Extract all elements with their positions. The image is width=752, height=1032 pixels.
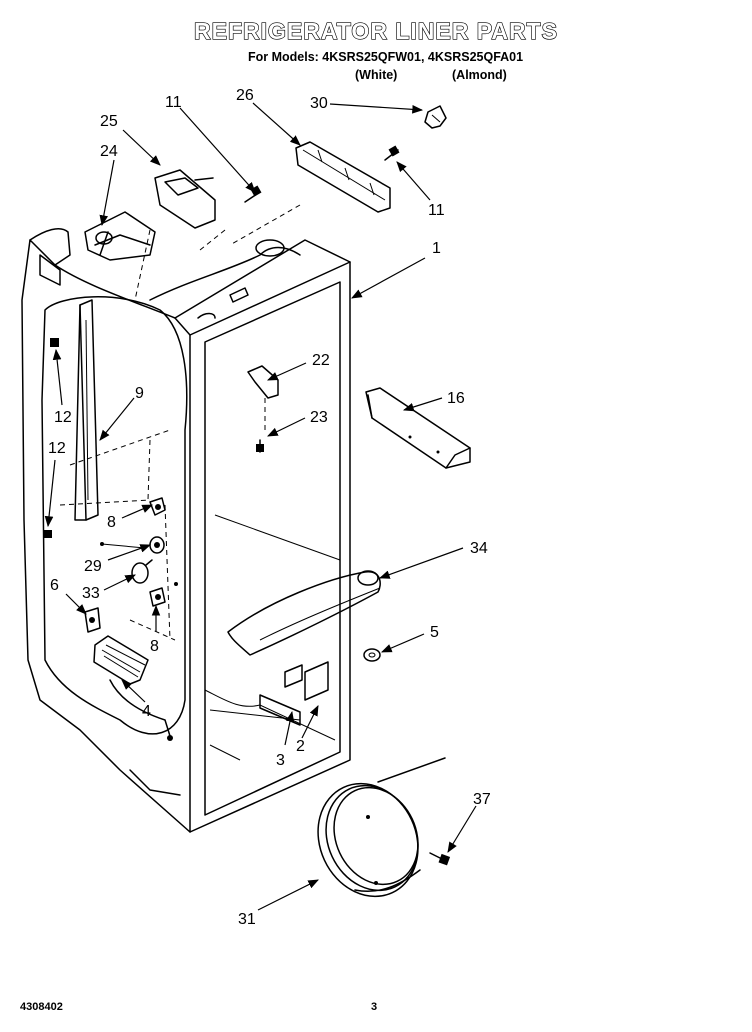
callout-labels: 1 2 3 4 5 6 8 8 9 11 11 12 12 16 22 23 2… (48, 87, 491, 928)
callout-34: 34 (470, 540, 488, 557)
variant-white: (White) (355, 68, 398, 82)
callout-11-right: 11 (428, 202, 445, 219)
part-4-grille (93, 635, 173, 741)
models-line: For Models: 4KSRS25QFW01, 4KSRS25QFA01 (248, 50, 524, 64)
part-8-lower (149, 582, 178, 607)
callout-37: 37 (473, 791, 491, 808)
callout-1: 1 (432, 240, 441, 257)
part-31-tube-coil (317, 757, 446, 898)
callout-29: 29 (84, 558, 102, 575)
callout-8-upper: 8 (107, 514, 116, 531)
callout-33: 33 (82, 585, 100, 602)
part-22-bracket (247, 365, 279, 430)
callout-5: 5 (430, 624, 439, 641)
part-37-screw (429, 852, 451, 866)
part-8-upper (149, 497, 166, 516)
callout-16: 16 (447, 390, 465, 407)
part-16-bracket (365, 387, 471, 469)
diagram-title: REFRIGERATOR LINER PARTS (193, 17, 558, 44)
callout-4: 4 (142, 703, 151, 720)
part-24-housing (84, 211, 156, 261)
part-33-bulb (131, 559, 153, 584)
callout-30: 30 (310, 95, 328, 112)
part-26-strip (295, 141, 391, 213)
screw-12-upper (50, 338, 59, 347)
part-25-bracket (154, 169, 216, 229)
callout-2: 2 (296, 738, 305, 755)
part-23-screw (256, 439, 264, 453)
callout-12-lower: 12 (48, 440, 66, 457)
callout-12-upper: 12 (54, 409, 72, 426)
callout-31: 31 (238, 911, 256, 928)
screw-11-right (384, 145, 400, 161)
liner-body (21, 228, 351, 833)
part-34-cover (227, 570, 381, 656)
callout-25: 25 (100, 113, 118, 130)
document-number: 4308402 (20, 1001, 63, 1013)
page-number: 3 (371, 1001, 378, 1013)
callout-26: 26 (236, 87, 254, 104)
callout-11-top: 11 (165, 94, 182, 111)
callout-8-lower: 8 (150, 638, 159, 655)
callout-6: 6 (50, 577, 59, 594)
callout-23: 23 (310, 409, 328, 426)
part-30-clip (424, 105, 447, 129)
part-29-socket (100, 536, 165, 554)
variant-almond: (Almond) (452, 68, 507, 82)
part-5-grommet (363, 648, 381, 662)
callout-24: 24 (100, 143, 118, 160)
callout-9: 9 (135, 385, 144, 402)
callout-leaders (44, 102, 477, 911)
screw-11-left (244, 185, 262, 203)
part-6-stud (84, 607, 101, 633)
callout-22: 22 (312, 352, 330, 369)
screw-12-lower (44, 530, 52, 538)
rail-part-9 (59, 299, 176, 641)
callout-3: 3 (276, 752, 285, 769)
